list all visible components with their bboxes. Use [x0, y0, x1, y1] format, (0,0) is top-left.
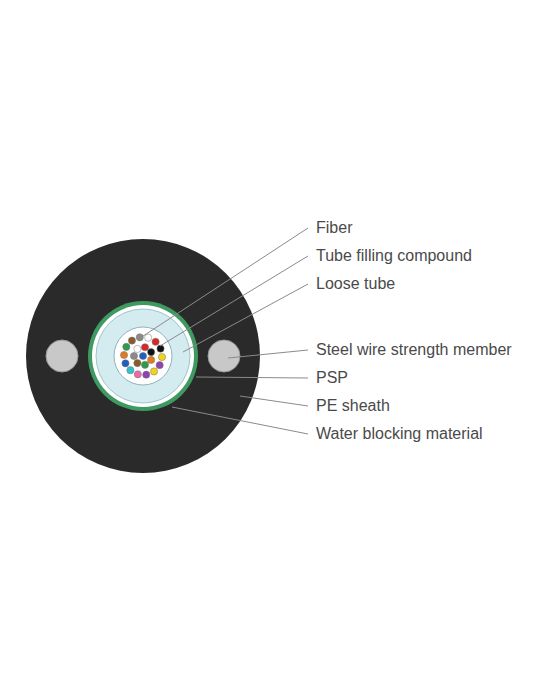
fiber [156, 362, 163, 369]
fiber [139, 352, 146, 359]
fiber [130, 352, 137, 359]
leader-line [172, 407, 308, 434]
leader-lines [137, 228, 308, 434]
fiber [158, 353, 165, 360]
fiber-label: Fiber [314, 218, 354, 238]
leader-line [196, 377, 308, 378]
fiber [123, 343, 130, 350]
leader-line [160, 256, 308, 346]
psp-ring [92, 305, 194, 407]
leader-line [240, 396, 308, 406]
water-blocking-ring [88, 301, 198, 411]
fiber [128, 337, 135, 344]
fiber [150, 368, 157, 375]
strength-member-label: Steel wire strength member [314, 340, 514, 360]
fiber [145, 334, 152, 341]
fiber [152, 338, 159, 345]
loose-tube-label: Loose tube [314, 274, 397, 294]
leader-line [183, 284, 308, 352]
leader-line [137, 228, 308, 340]
fiber [141, 361, 148, 368]
fiber [143, 371, 150, 378]
psp-label: PSP [314, 368, 350, 388]
loose-tube [96, 309, 190, 403]
water-blocking-label: Water blocking material [314, 424, 485, 444]
fiber [127, 367, 134, 374]
fiber [134, 359, 141, 366]
fiber [134, 371, 141, 378]
tube-filling-label: Tube filling compound [314, 246, 474, 266]
fiber [148, 356, 155, 363]
fiber [120, 351, 127, 358]
fiber [141, 344, 148, 351]
fiber [122, 360, 129, 367]
steel-wire [208, 340, 240, 372]
pe-sheath [26, 239, 260, 473]
steel-wire [46, 340, 78, 372]
fiber-group [120, 334, 165, 379]
sheath-label: PE sheath [314, 396, 392, 416]
fiber [134, 345, 141, 352]
fiber [148, 349, 155, 356]
leader-line [228, 350, 308, 358]
